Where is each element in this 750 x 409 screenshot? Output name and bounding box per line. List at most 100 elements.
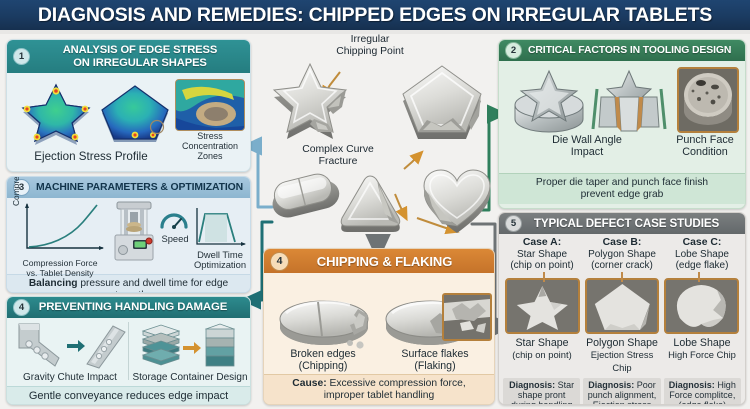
panel-critical-factors-tooling[interactable]: 2 CRITICAL FACTORS IN TOOLING DESIGN [498,39,746,209]
panel5-header: 5 TYPICAL DEFECT CASE STUDIES [499,213,745,234]
tablet-heart-chipped [423,169,491,233]
panel4left-footer: Gentle conveyance reduces edge impact [7,386,250,404]
case-a-photo[interactable] [505,277,580,334]
frac-lbl-l1: Complex Curve [302,144,374,155]
case-a-shape-name: Star Shape [515,336,569,349]
p4c-cap-l1: Broken edges [290,348,356,360]
tablet-capsule [272,173,340,218]
tablet-pentagon-chipped [402,65,482,139]
panel4left-caption-left: Gravity Chute Impact [23,372,117,383]
case-b-photo[interactable] [584,277,660,334]
case-a-diag-text: Star shape pront during handling Chip [510,379,575,405]
container-arrow-icon [183,342,201,354]
inclined-chute-illustration [86,325,126,369]
case-c-photo[interactable] [664,277,740,334]
punch-face-condition-photo [677,67,739,133]
case-a-diag-bold: Diagnosis: [509,379,556,390]
panel5-body: Case A: Star Shape (chip on point) Case … [499,234,745,405]
panel1-title-line1: ANALYSIS OF EDGE STRESS [62,44,218,56]
case-tick-connectors [543,272,700,282]
p2-cap-l2: Impact [570,145,604,158]
punch-face-art [679,69,737,131]
panel2-caption-right: Punch Face Condition [669,134,741,158]
panel2-footer: Proper die taper and punch face finish p… [499,173,745,204]
p4c-cap-r2: (Flaking) [414,359,456,372]
broken-edge-tablet [279,300,369,349]
panel5-number: 5 [505,215,522,232]
panel1-body: Stress Concentration Zones Ejection Stre… [7,73,250,171]
p3-dwell-l1: Dwell Time [197,249,243,260]
panel2-caption-left: Die Wall Angle Impact [507,134,667,158]
panel3-speed-label: Speed [161,233,189,244]
panel4left-number: 4 [13,299,30,316]
case-c-diagnosis: Diagnosis: High Force complitce, (edge f… [663,377,741,404]
case-a-shape-sub: (chip on point) [512,349,572,361]
case-c-l1: Lobe Shape [675,248,729,260]
panel3-body: Compression Compression Force vs. Tablet… [7,177,250,278]
case-a-l1: Star Shape [516,248,568,260]
panel4left-title: PREVENTING HANDLING DAMAGE [38,301,228,313]
case-b-diag-bold: Diagnosis: [588,379,635,390]
case-b-shape-sub: Ejection Stress Chip [590,349,654,373]
panel2-header: 2 CRITICAL FACTORS IN TOOLING DESIGN [499,40,745,61]
stress-zone-art [176,80,244,130]
panel1-title: ANALYSIS OF EDGE STRESS ON IRREGULAR SHA… [36,44,244,69]
panel4center-caption-left: Broken edges (Chipping) [268,348,378,372]
speed-gauge-icon [160,213,188,229]
panel3-footer-rest: pressure and dwell time for edge strengt… [80,278,229,292]
p3-dwell-l2: Optimization [193,259,247,270]
panel4left-caption-right: Storage Container Design [132,372,248,383]
case-a-label: Case A: [522,237,562,248]
case-c-header: Case C: Lobe Shape (edge flake) [663,237,741,272]
case-a-star-art [507,279,578,332]
case-b-diagnosis: Diagnosis: Poor punch alignment, Ejectio… [583,377,661,404]
tablet-triangle-chipped [340,175,401,232]
panel4left-body: Gravity Chute Impact Storage Container D… [7,318,250,386]
page-title-bar: DIAGNOSIS AND REMEDIES: CHIPPED EDGES ON… [0,0,750,30]
case-b-l2: (corner crack) [591,260,653,272]
dwell-time-chart [196,208,246,246]
panel-analysis-edge-stress[interactable]: 1 ANALYSIS OF EDGE STRESS ON IRREGULAR S… [6,39,251,172]
p3-cap-l2: vs. Tablet Density [26,268,94,278]
p2-cap-r2: Condition [682,145,728,158]
case-b-label: Case B: [602,237,642,248]
panel1-inset-caption: Stress Concentration Zones [175,131,245,161]
label-complex-curve-fracture: Complex Curve Fracture [274,144,402,167]
panel4left-header: 4 PREVENTING HANDLING DAMAGE [7,297,250,318]
stacked-container-tidy [204,323,236,367]
panel-defect-case-studies[interactable]: 5 TYPICAL DEFECT CASE STUDIES Case A: St… [498,212,746,405]
die-wall-angle-illustration [591,69,667,132]
tablet-press-illustration [114,201,154,261]
panel5-shape-names: Star Shape (chip on point) Polygon Shape… [499,334,745,375]
panel3-chart-caption: Compression Force vs. Tablet Density [9,258,111,278]
case-c-l2: (edge flake) [675,260,729,272]
p3-cap-l1: Compression Force [22,258,98,268]
case-b-polygon-art [586,279,658,332]
panel4center-number: 4 [270,251,289,271]
center-tablet-stage: Irregular Chipping Point Complex Curve F… [252,34,500,248]
inset-cap-l3: Zones [197,151,223,161]
p2-foot-l2: prevent edge grab [580,189,664,200]
panel4left-divider [128,322,129,380]
label-irregular-chipping-point: Irregular Chipping Point [314,34,426,57]
panel-preventing-handling-damage[interactable]: 4 PREVENTING HANDLING DAMAGE [6,296,251,405]
panel1-title-line2: ON IRREGULAR SHAPES [73,56,207,69]
panel-chipping-and-flaking[interactable]: 4 CHIPPING & FLAKING [263,248,495,405]
p4c-cap-r1: Surface flakes [401,348,469,360]
p4c-foot-l1: Excessive compression force, [326,378,466,389]
panel-machine-parameters[interactable]: 3 MACHINE PARAMETERS & OPTIMIZATION Comp… [6,176,251,293]
panel2-body: Die Wall Angle Impact Punch Face Conditi… [499,61,745,173]
panel1-main-caption: Ejection Stress Profile [34,150,148,163]
case-a-shape: Star Shape (chip on point) [503,336,581,375]
panel3-footer: Balancing pressure and dwell time for ed… [7,274,250,292]
panel3-title: MACHINE PARAMETERS & OPTIMIZATION [36,182,244,193]
case-a-l2: (chip on point) [510,260,574,272]
stacked-container-loose [141,324,181,366]
case-a-diagnosis: Diagnosis: Star shape pront during handl… [503,377,581,405]
case-a-header: Case A: Star Shape (chip on point) [503,237,581,272]
chip-lbl-l1: Irregular [350,34,390,45]
panel1-number: 1 [13,48,30,65]
die-punch-star-illustration [514,69,584,133]
fea-pentagon-illustration [101,85,169,142]
inset-cap-l1: Stress [197,131,223,141]
